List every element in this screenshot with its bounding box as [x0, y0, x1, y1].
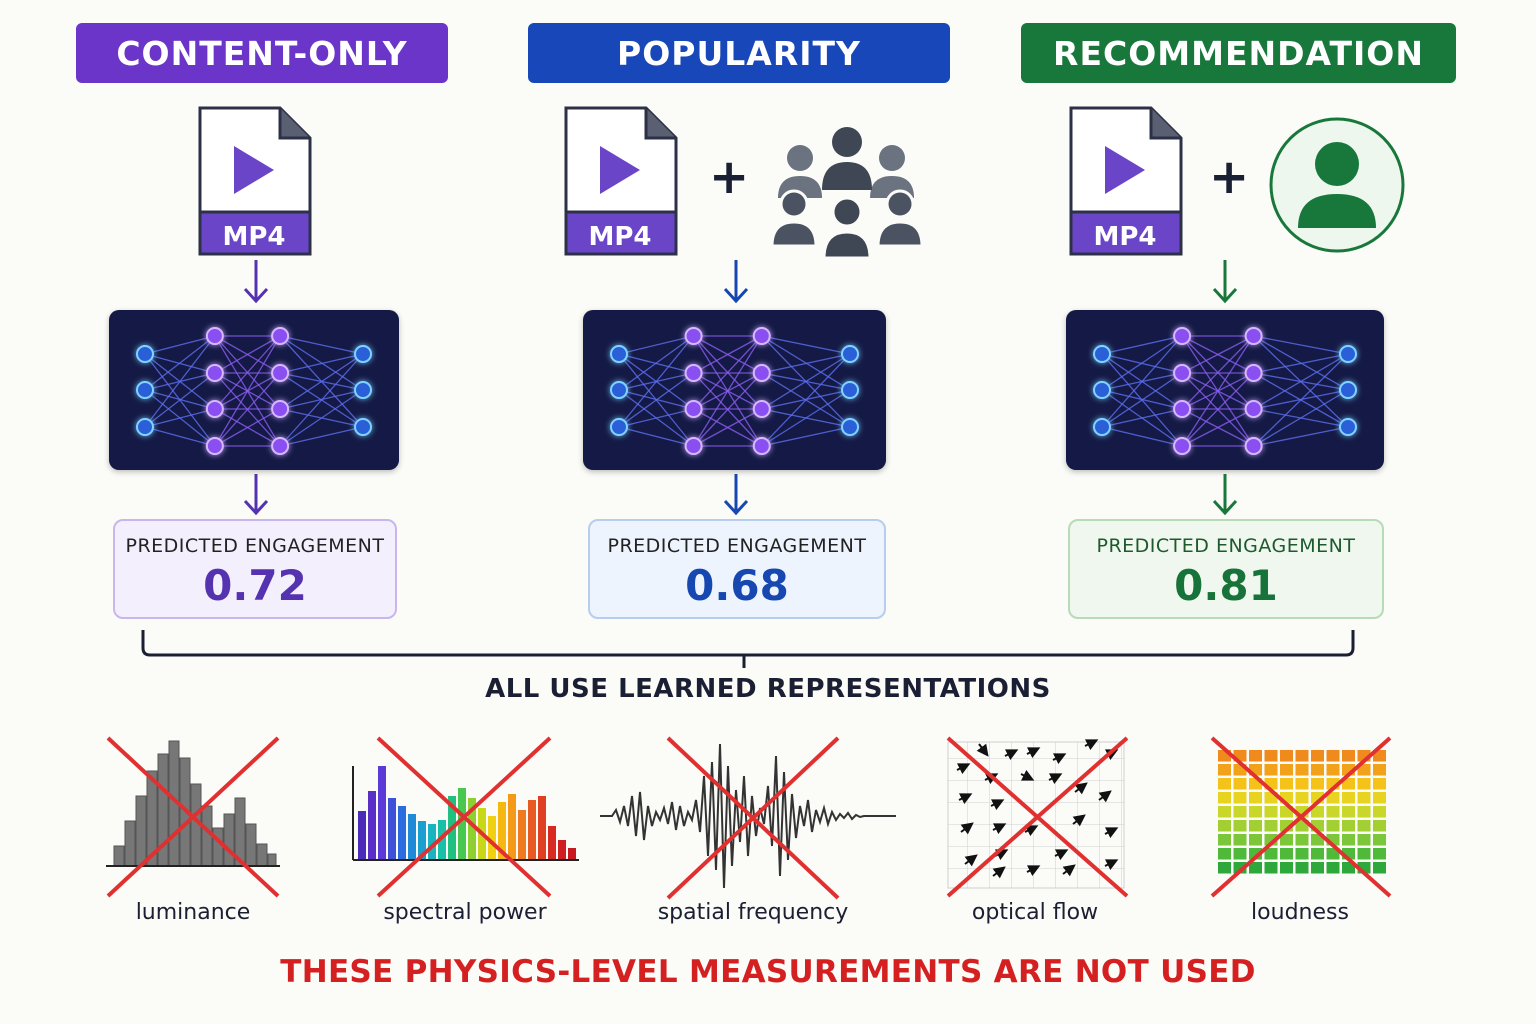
prediction-label: PREDICTED ENGAGEMENT — [1096, 535, 1356, 557]
arrow-down-icon — [1212, 260, 1238, 304]
user-avatar-icon — [1268, 116, 1406, 258]
feature-label-optical-flow: optical flow — [971, 900, 1099, 925]
arrow-down-icon — [723, 260, 749, 304]
plus-sign: + — [1209, 149, 1250, 205]
file-type-label: MP4 — [222, 222, 286, 252]
column-title-popularity: POPULARITY — [528, 23, 950, 83]
arrow-down-icon — [723, 474, 749, 516]
prediction-card-content-only: PREDICTED ENGAGEMENT 0.72 — [113, 519, 397, 619]
prediction-value: 0.68 — [685, 561, 789, 610]
video-file-icon: MP4 — [1067, 106, 1183, 256]
video-file-icon: MP4 — [196, 106, 312, 256]
warning-caption: THESE PHYSICS-LEVEL MEASUREMENTS ARE NOT… — [280, 954, 1256, 990]
group-of-people-icon — [770, 124, 925, 264]
prediction-card-popularity: PREDICTED ENGAGEMENT 0.68 — [588, 519, 886, 619]
neural-network-icon — [1066, 310, 1384, 470]
spectrum-bars-icon — [350, 736, 580, 906]
loudness-meter-icon — [1208, 736, 1394, 906]
feature-label-spectral-power: spectral power — [383, 900, 547, 925]
grouping-bracket — [141, 630, 1355, 668]
luminance-histogram-icon — [104, 736, 282, 906]
neural-network-icon — [583, 310, 886, 470]
flow-vectors-icon — [945, 736, 1130, 906]
arrow-down-icon — [243, 474, 269, 516]
summary-caption: ALL USE LEARNED REPRESENTATIONS — [485, 674, 1051, 704]
file-type-label: MP4 — [588, 222, 652, 252]
neural-network-icon — [109, 310, 399, 470]
prediction-label: PREDICTED ENGAGEMENT — [607, 535, 867, 557]
waveform-icon — [600, 736, 896, 906]
column-title-content-only: CONTENT-ONLY — [76, 23, 448, 83]
feature-label-luminance: luminance — [135, 900, 251, 925]
prediction-value: 0.72 — [203, 561, 307, 610]
arrow-down-icon — [1212, 474, 1238, 516]
prediction-card-recommendation: PREDICTED ENGAGEMENT 0.81 — [1068, 519, 1384, 619]
prediction-label: PREDICTED ENGAGEMENT — [125, 535, 385, 557]
feature-label-loudness: loudness — [1251, 900, 1349, 925]
plus-sign: + — [709, 149, 750, 205]
arrow-down-icon — [243, 260, 269, 304]
video-file-icon: MP4 — [562, 106, 678, 256]
prediction-value: 0.81 — [1174, 561, 1278, 610]
column-title-recommendation: RECOMMENDATION — [1021, 23, 1456, 83]
file-type-label: MP4 — [1093, 222, 1157, 252]
feature-label-spatial-frequency: spatial frequency — [657, 900, 849, 925]
